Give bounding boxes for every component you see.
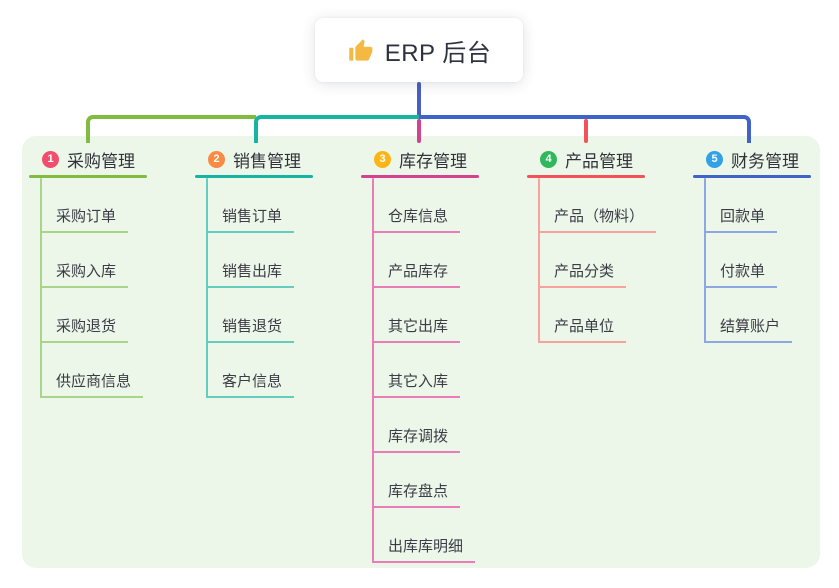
branch-trunk-line [206,178,208,398]
child-node[interactable]: 采购入库 [40,233,129,288]
branch-label: 销售管理 [233,151,301,171]
child-label: 产品分类 [554,263,615,280]
branch-number-badge: 5 [706,150,723,168]
child-label: 采购订单 [56,208,117,225]
branch-number-badge: 2 [208,150,225,168]
branch-trunk-line [704,178,706,343]
connector-branch4-drop [584,119,588,143]
branch-underline [29,175,147,178]
branch-children: 采购订单 采购入库 采购退货 供应商信息 [29,178,179,398]
connector-branch2-elbow [254,115,419,143]
child-node[interactable]: 销售退货 [206,288,295,343]
child-label: 采购退货 [56,318,117,335]
branch-label: 产品管理 [565,151,633,171]
child-label: 产品单位 [554,318,615,335]
root-title: ERP 后台 [384,39,492,67]
child-label: 仓库信息 [388,208,449,225]
child-node[interactable]: 库存盘点 [372,453,461,508]
branch-title[interactable]: 5 财务管理 [693,148,839,171]
branch-trunk-line [538,178,540,343]
child-node[interactable]: 产品库存 [372,233,461,288]
child-node[interactable]: 库存调拨 [372,398,461,453]
child-label: 其它出库 [388,318,449,335]
child-label: 出库库明细 [388,538,464,555]
child-node[interactable]: 出库库明细 [372,508,476,563]
child-label: 供应商信息 [56,373,132,390]
child-label: 付款单 [720,263,766,280]
branch-title[interactable]: 3 库存管理 [361,148,511,171]
child-node[interactable]: 回款单 [704,178,778,233]
child-label: 销售退货 [222,318,283,335]
child-node[interactable]: 采购退货 [40,288,129,343]
branch-trunk-line [372,178,374,563]
branch: 1 采购管理 采购订单 采购入库 采购退货 供应商信息 [29,148,179,398]
child-node[interactable]: 供应商信息 [40,343,144,398]
child-node[interactable]: 仓库信息 [372,178,461,233]
child-label: 库存调拨 [388,428,449,445]
child-node[interactable]: 其它出库 [372,288,461,343]
connector-root-line [417,82,421,119]
child-node[interactable]: 产品（物料） [538,178,657,233]
child-node[interactable]: 采购订单 [40,178,129,233]
branch-children: 回款单 付款单 结算账户 [693,178,839,343]
child-label: 其它入库 [388,373,449,390]
child-label: 采购入库 [56,263,117,280]
branch-children: 仓库信息 产品库存 其它出库 其它入库 库存调拨 库存盘点 出库库明细 [361,178,511,563]
branch-underline [693,175,811,178]
child-node[interactable]: 销售出库 [206,233,295,288]
branch-underline [527,175,645,178]
branches-panel: 1 采购管理 采购订单 采购入库 采购退货 供应商信息 2 销售管理 销售订单 … [22,136,820,568]
branch-underline [361,175,479,178]
branch: 4 产品管理 产品（物料） 产品分类 产品单位 [527,148,677,343]
child-label: 库存盘点 [388,483,449,500]
child-label: 销售出库 [222,263,283,280]
child-node[interactable]: 销售订单 [206,178,295,233]
child-node[interactable]: 结算账户 [704,288,793,343]
branch-trunk-line [40,178,42,398]
child-label: 产品库存 [388,263,449,280]
thumbs-up-icon [347,37,374,64]
branch: 2 销售管理 销售订单 销售出库 销售退货 客户信息 [195,148,345,398]
branch-label: 库存管理 [399,151,467,171]
connector-branch1-elbow [86,115,256,143]
child-label: 回款单 [720,208,766,225]
branch-title[interactable]: 4 产品管理 [527,148,677,171]
branch: 3 库存管理 仓库信息 产品库存 其它出库 其它入库 库存调拨 库存盘点 出库库… [361,148,511,563]
connector-branch3-drop [417,119,421,143]
branch: 5 财务管理 回款单 付款单 结算账户 [693,148,839,343]
child-node[interactable]: 产品分类 [538,233,627,288]
connector-branch5-elbow [419,115,751,143]
branch-title[interactable]: 1 采购管理 [29,148,179,171]
child-node[interactable]: 其它入库 [372,343,461,398]
child-node[interactable]: 客户信息 [206,343,295,398]
child-label: 产品（物料） [554,208,645,225]
branch-number-badge: 4 [540,150,557,168]
child-label: 结算账户 [720,318,781,335]
branch-underline [195,175,313,178]
child-node[interactable]: 产品单位 [538,288,627,343]
branch-number-badge: 3 [374,150,391,168]
child-label: 销售订单 [222,208,283,225]
root-node[interactable]: ERP 后台 [315,18,523,82]
branch-title[interactable]: 2 销售管理 [195,148,345,171]
branch-children: 销售订单 销售出库 销售退货 客户信息 [195,178,345,398]
branch-number-badge: 1 [42,150,59,168]
child-label: 客户信息 [222,373,283,390]
branch-label: 财务管理 [731,151,799,171]
branch-children: 产品（物料） 产品分类 产品单位 [527,178,677,343]
branch-label: 采购管理 [67,151,135,171]
child-node[interactable]: 付款单 [704,233,778,288]
